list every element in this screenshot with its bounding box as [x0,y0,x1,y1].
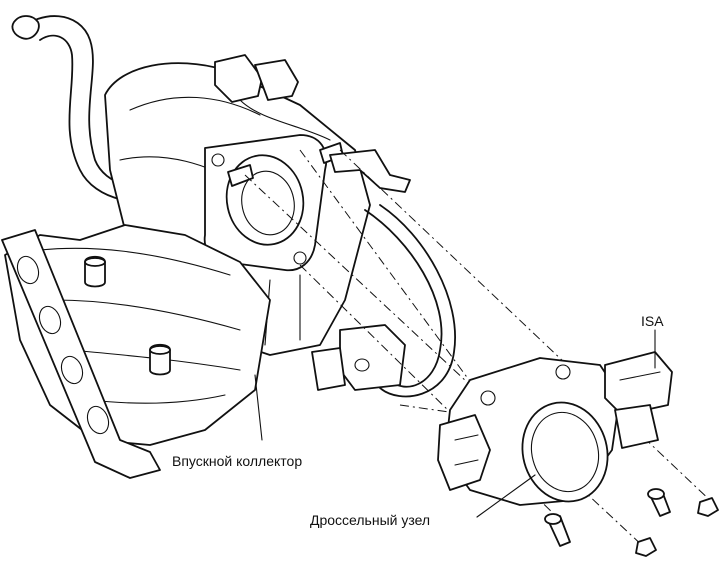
top-sensor-connector [214,54,331,141]
plenum-flange [203,134,344,272]
manifold-head-flange [1,229,161,479]
intake-manifold-label: Впускной коллектор [172,453,303,469]
injector-bosses [84,255,171,376]
fasteners [544,488,719,557]
isa-label: ISA [641,313,664,329]
side-bracket [311,324,406,391]
plenum-bracket [329,149,411,193]
throttle-body-label: Дроссельный узел [310,512,431,528]
throttle-body [437,357,621,506]
coolant-hose [364,204,456,398]
leader-lines [254,329,656,518]
